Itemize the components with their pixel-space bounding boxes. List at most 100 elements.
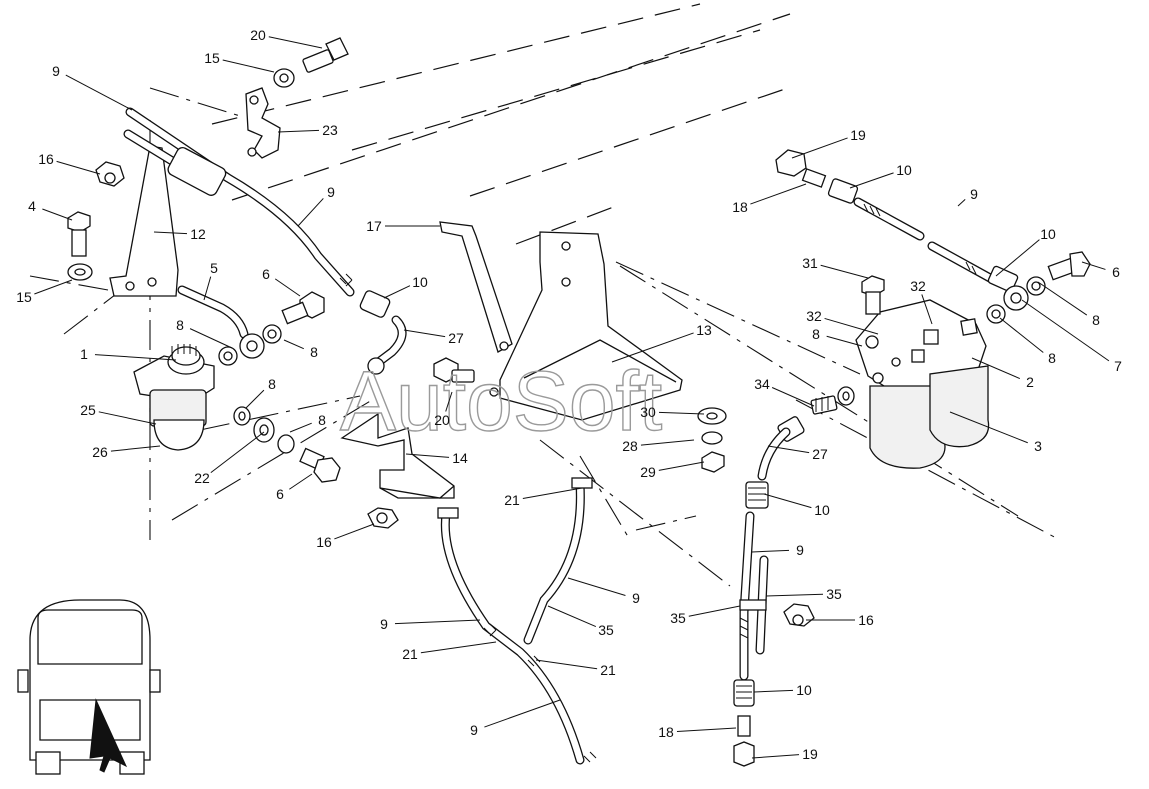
callout-9: 9 bbox=[567, 577, 640, 606]
callout-10: 10 bbox=[849, 162, 912, 189]
callout-number: 21 bbox=[402, 646, 418, 662]
callout-35: 35 bbox=[670, 605, 741, 626]
callout-number: 18 bbox=[658, 724, 674, 740]
callout-number: 9 bbox=[632, 590, 640, 606]
callout-number: 9 bbox=[796, 542, 804, 558]
leader-line bbox=[403, 329, 446, 338]
callout-26: 26 bbox=[92, 444, 161, 460]
leader-line bbox=[268, 36, 323, 49]
leader-line bbox=[210, 431, 265, 474]
callout-16: 16 bbox=[38, 151, 101, 175]
callout-number: 9 bbox=[470, 722, 478, 738]
callout-21: 21 bbox=[504, 487, 583, 508]
callout-29: 29 bbox=[640, 461, 705, 480]
callout-number: 32 bbox=[806, 308, 822, 324]
callout-27: 27 bbox=[767, 445, 828, 462]
callout-number: 1 bbox=[80, 346, 88, 362]
leader-line bbox=[949, 411, 1028, 444]
callout-32: 32 bbox=[806, 308, 879, 335]
bracket-14 bbox=[340, 412, 455, 499]
leader-line bbox=[688, 605, 741, 617]
leader-line bbox=[820, 264, 869, 279]
leader-line bbox=[1021, 299, 1110, 362]
callout-number: 21 bbox=[504, 492, 520, 508]
leader-line bbox=[824, 317, 879, 335]
callout-number: 35 bbox=[598, 622, 614, 638]
callout-number: 8 bbox=[310, 344, 318, 360]
reference-lines bbox=[29, 3, 1061, 587]
fuel-filter-assembly bbox=[855, 299, 990, 469]
callout-4: 4 bbox=[28, 198, 73, 221]
callout-15: 15 bbox=[204, 50, 275, 73]
callout-number: 8 bbox=[812, 326, 820, 342]
bolt-4 bbox=[67, 211, 91, 257]
nut-16-right bbox=[783, 603, 815, 627]
callout-number: 8 bbox=[1048, 350, 1056, 366]
callout-35: 35 bbox=[547, 605, 614, 638]
washer-8-e bbox=[1026, 276, 1046, 296]
callout-number: 30 bbox=[640, 404, 656, 420]
fitting-10-center bbox=[359, 290, 391, 318]
leader-line bbox=[751, 754, 800, 759]
callout-number: 23 bbox=[322, 122, 338, 138]
callout-number: 22 bbox=[194, 470, 210, 486]
vertical-fuel-lines bbox=[739, 511, 769, 681]
callout-9: 9 bbox=[297, 184, 335, 227]
leader-line bbox=[274, 278, 301, 297]
callout-number: 32 bbox=[910, 278, 926, 294]
callout-number: 15 bbox=[204, 50, 220, 66]
leader-line bbox=[222, 59, 275, 73]
callout-number: 9 bbox=[52, 63, 60, 79]
callout-32: 32 bbox=[910, 278, 933, 325]
fitting-10-bottom bbox=[733, 679, 755, 707]
leader-line bbox=[765, 593, 824, 597]
leader-line bbox=[289, 422, 312, 433]
callout-number: 25 bbox=[80, 402, 96, 418]
washer-8-d bbox=[277, 434, 295, 454]
callout-20: 20 bbox=[434, 391, 453, 428]
callout-31: 31 bbox=[802, 255, 869, 279]
callout-number: 27 bbox=[812, 446, 828, 462]
leader-line bbox=[763, 493, 812, 509]
prefilter-assembly bbox=[133, 344, 215, 451]
leader-line bbox=[394, 619, 481, 625]
bus-location-inset bbox=[17, 599, 161, 775]
callout-number: 6 bbox=[262, 266, 270, 282]
nut-16-center bbox=[367, 507, 399, 529]
callout-9: 9 bbox=[52, 63, 133, 111]
callout-22: 22 bbox=[194, 431, 265, 486]
callout-8: 8 bbox=[289, 412, 326, 433]
callout-8: 8 bbox=[812, 326, 863, 347]
leader-line bbox=[56, 160, 101, 175]
callout-number: 19 bbox=[850, 127, 866, 143]
washer-8-b bbox=[218, 346, 238, 366]
callout-6: 6 bbox=[262, 266, 301, 297]
washer-8-a bbox=[262, 324, 282, 344]
callout-19: 19 bbox=[751, 746, 818, 762]
washer-8-c bbox=[233, 406, 251, 426]
leader-line bbox=[405, 453, 450, 458]
leader-line bbox=[283, 339, 304, 350]
callout-8: 8 bbox=[176, 317, 233, 349]
callout-8: 8 bbox=[999, 317, 1056, 366]
callout-number: 8 bbox=[268, 376, 276, 392]
leader-line bbox=[420, 641, 497, 654]
callout-10: 10 bbox=[995, 226, 1056, 277]
leader-line bbox=[971, 357, 1021, 380]
leader-line bbox=[334, 523, 375, 540]
callout-23: 23 bbox=[277, 122, 338, 138]
leader-line bbox=[535, 659, 598, 670]
callout-number: 16 bbox=[316, 534, 332, 550]
callout-number: 2 bbox=[1026, 374, 1034, 390]
leader-line bbox=[771, 387, 815, 407]
leader-line bbox=[94, 354, 177, 361]
callout-28: 28 bbox=[622, 438, 695, 454]
nut-29 bbox=[701, 451, 725, 473]
callout-number: 15 bbox=[16, 289, 32, 305]
fitting-34 bbox=[810, 395, 838, 415]
leader-line bbox=[42, 208, 73, 221]
banjo-bolt-6-upper bbox=[281, 291, 325, 325]
callout-12: 12 bbox=[153, 226, 206, 242]
fitting-22 bbox=[253, 417, 275, 443]
callout-number: 20 bbox=[434, 412, 450, 428]
